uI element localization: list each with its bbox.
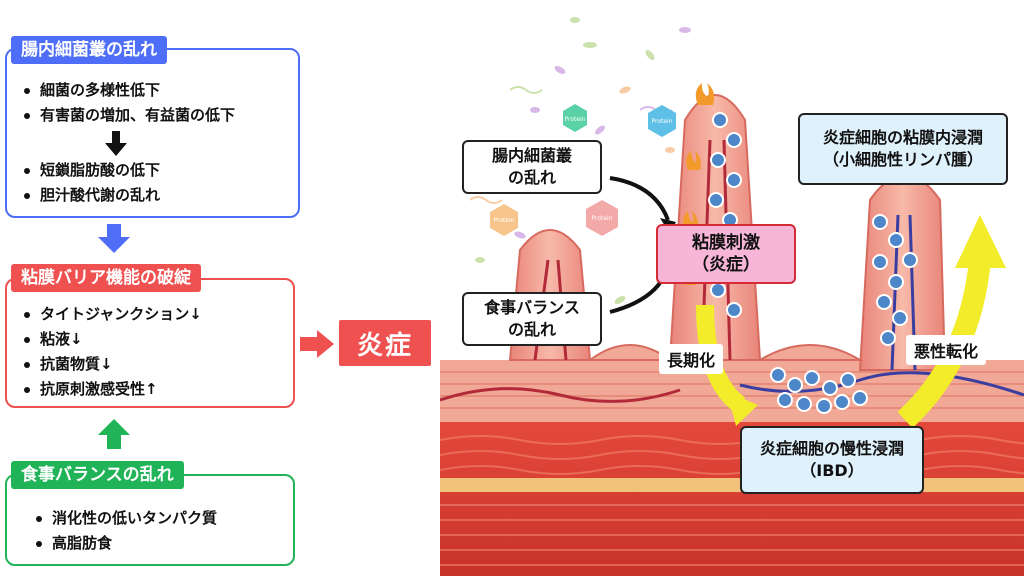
muscle-fibers: [440, 504, 1024, 566]
list-item: 抗原刺激感受性↑: [20, 377, 202, 402]
list-item: 消化性の低いタンパク質: [32, 506, 217, 531]
barrier-title: 粘膜バリア機能の破綻: [11, 264, 201, 292]
lymphoma-label: 炎症細胞の粘膜内浸潤 （小細胞性リンパ腫）: [798, 113, 1008, 185]
barrier-panel: [5, 278, 295, 408]
crypt: [756, 344, 864, 361]
inflammation-box: 炎症: [339, 320, 431, 366]
microbiota-title: 腸内細菌叢の乱れ: [11, 36, 167, 64]
right-arrow-icon: [300, 330, 334, 358]
long-term-tag: 長期化: [659, 344, 724, 374]
list-item: タイトジャンクション↓: [20, 302, 202, 327]
list-item: 有害菌の増加、有益菌の低下: [20, 103, 235, 128]
chronic-label: 炎症細胞の慢性浸潤 （IBD）: [740, 426, 924, 494]
list-item: 細菌の多様性低下: [20, 78, 235, 103]
protein-hexagon-icon: Protein: [586, 200, 618, 236]
list-item: 短鎖脂肪酸の低下: [20, 158, 160, 183]
list-item: 粘液↓: [20, 327, 202, 352]
intestine-illustration: Protein Protein Protein Protein: [440, 17, 1024, 576]
list-item: 胆汁酸代謝の乱れ: [20, 183, 160, 208]
diet-panel: [5, 474, 295, 566]
microbiota-label: 腸内細菌叢 の乱れ: [462, 140, 602, 194]
protein-hexagon-icon: Protein: [648, 105, 676, 137]
blue-down-arrow-icon: [98, 224, 130, 253]
down-arrow-icon: [105, 131, 127, 156]
microbiota-list-bottom: 短鎖脂肪酸の低下 胆汁酸代謝の乱れ: [20, 158, 160, 208]
protein-label: Protein: [493, 217, 514, 224]
protein-label: Protein: [651, 118, 672, 125]
microbiota-list-top: 細菌の多様性低下 有害菌の増加、有益菌の低下: [20, 78, 235, 128]
protein-label: Protein: [564, 116, 585, 123]
stimulus-label: 粘膜刺激 （炎症）: [656, 224, 796, 284]
list-item: 抗菌物質↓: [20, 352, 202, 377]
curved-arrow-icon: [609, 176, 670, 221]
microbiota-panel: [5, 48, 300, 218]
diet-label: 食事バランス の乱れ: [462, 292, 602, 346]
list-item: 高脂肪食: [32, 531, 217, 556]
fascia-band: [440, 478, 1024, 492]
barrier-list: タイトジャンクション↓ 粘液↓ 抗菌物質↓ 抗原刺激感受性↑: [20, 302, 202, 402]
immune-cells: [708, 112, 918, 414]
protein-hexagon-icon: Protein: [563, 104, 587, 132]
malignant-tag: 悪性転化: [906, 335, 987, 365]
protein-label: Protein: [591, 215, 612, 222]
green-up-arrow-icon: [98, 419, 130, 449]
diet-list: 消化性の低いタンパク質 高脂肪食: [32, 506, 217, 556]
diet-title: 食事バランスの乱れ: [11, 461, 184, 489]
protein-hexagon-icon: Protein: [490, 204, 518, 236]
